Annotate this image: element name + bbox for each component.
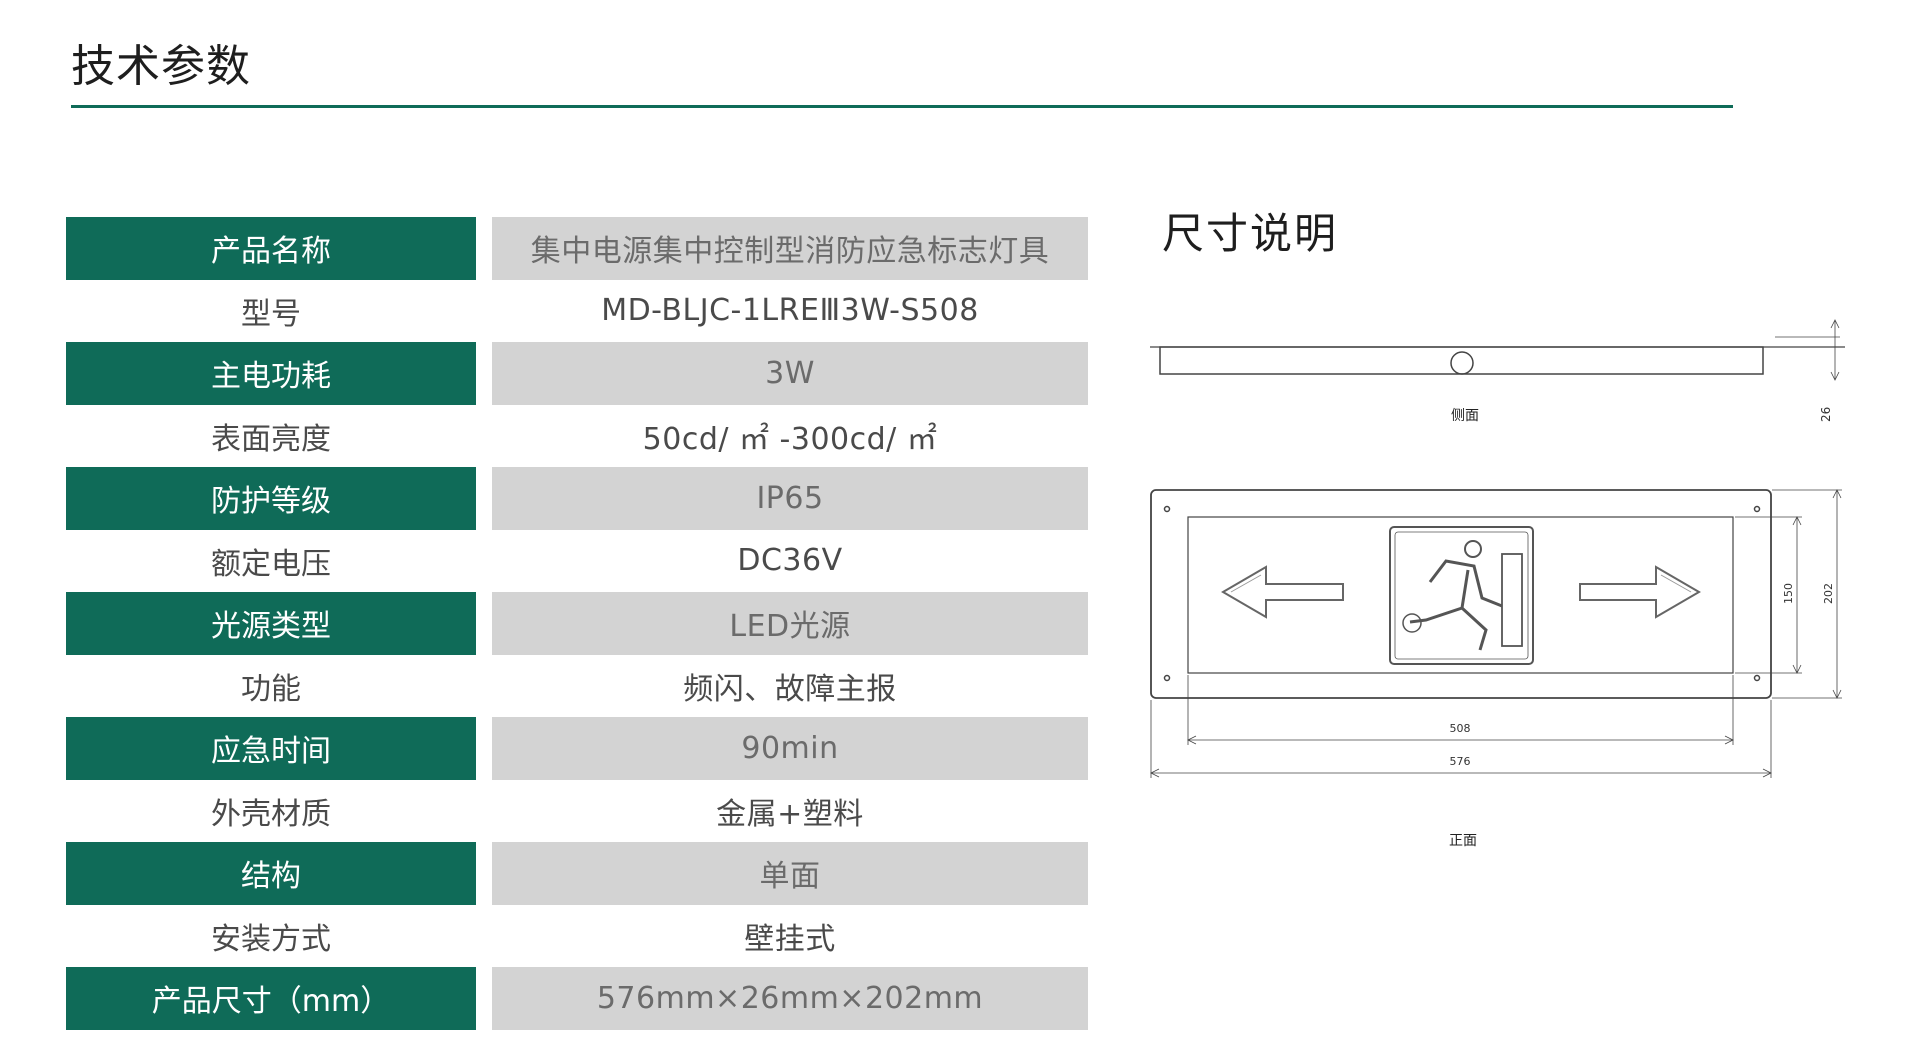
spec-row: 光源类型 LED光源: [66, 592, 1090, 655]
front-view-label: 正面: [1449, 833, 1477, 849]
outer-width-dimension: 576: [1450, 755, 1471, 768]
spec-row: 型号 MD-BLJC-1LREⅢ3W-S508: [66, 280, 1090, 343]
spec-row: 结构 单面: [66, 842, 1090, 905]
side-view-label: 侧面: [1451, 408, 1479, 424]
inner-width-dimension: 508: [1450, 722, 1471, 735]
depth-dimension: 26: [1819, 407, 1833, 422]
front-view: 150 202 508 576 正面: [1150, 489, 1842, 849]
spec-label: 主电功耗: [66, 342, 476, 405]
spec-label: 额定电压: [211, 546, 331, 582]
spec-value: 3W: [492, 342, 1088, 405]
spec-row: 应急时间 90min: [66, 717, 1090, 780]
spec-value: 集中电源集中控制型消防应急标志灯具: [492, 217, 1088, 280]
spec-label: 型号: [241, 296, 301, 332]
spec-value: 壁挂式: [744, 921, 836, 957]
spec-value: 90min: [492, 717, 1088, 780]
spec-row: 表面亮度 50cd/ ㎡ -300cd/ ㎡: [66, 405, 1090, 468]
spec-value: IP65: [492, 467, 1088, 530]
spec-row: 主电功耗 3W: [66, 342, 1090, 405]
dimension-title: 尺寸说明: [1162, 209, 1339, 258]
spec-label: 功能: [241, 671, 301, 707]
spec-value: 50cd/ ㎡ -300cd/ ㎡: [642, 421, 938, 457]
spec-row: 防护等级 IP65: [66, 467, 1090, 530]
spec-value: 金属+塑料: [716, 796, 864, 832]
page-title: 技术参数: [71, 41, 251, 92]
arrow-left-icon: [1221, 565, 1344, 619]
spec-row: 安装方式 壁挂式: [66, 905, 1090, 968]
side-view: 26 侧面: [1150, 319, 1845, 424]
outer-height-dimension: 202: [1822, 583, 1835, 604]
spec-label: 结构: [66, 842, 476, 905]
spec-row: 额定电压 DC36V: [66, 530, 1090, 593]
dimension-drawing: 26 侧面: [1150, 319, 1845, 849]
mounting-hole-icon: [1450, 351, 1474, 375]
spec-label: 防护等级: [66, 467, 476, 530]
spec-value: LED光源: [492, 592, 1088, 655]
running-man-exit-icon: [1389, 526, 1534, 665]
spec-row: 功能 频闪、故障主报: [66, 655, 1090, 718]
title-divider: [71, 105, 1733, 108]
spec-label: 产品名称: [66, 217, 476, 280]
spec-table: 产品名称 集中电源集中控制型消防应急标志灯具 型号 MD-BLJC-1LREⅢ3…: [66, 217, 1090, 1030]
spec-label: 外壳材质: [211, 796, 331, 832]
spec-value: DC36V: [737, 543, 843, 579]
spec-row: 外壳材质 金属+塑料: [66, 780, 1090, 843]
spec-row: 产品尺寸（mm） 576mm×26mm×202mm: [66, 967, 1090, 1030]
spec-value: 单面: [492, 842, 1088, 905]
spec-label: 表面亮度: [211, 421, 331, 457]
spec-value: MD-BLJC-1LREⅢ3W-S508: [601, 293, 979, 329]
spec-value: 频闪、故障主报: [683, 671, 897, 707]
spec-row: 产品名称 集中电源集中控制型消防应急标志灯具: [66, 217, 1090, 280]
inner-height-dimension: 150: [1782, 583, 1795, 604]
spec-label: 产品尺寸（mm）: [66, 967, 476, 1030]
spec-label: 应急时间: [66, 717, 476, 780]
spec-value: 576mm×26mm×202mm: [492, 967, 1088, 1030]
arrow-right-icon: [1579, 565, 1701, 619]
spec-label: 光源类型: [66, 592, 476, 655]
spec-label: 安装方式: [211, 921, 331, 957]
